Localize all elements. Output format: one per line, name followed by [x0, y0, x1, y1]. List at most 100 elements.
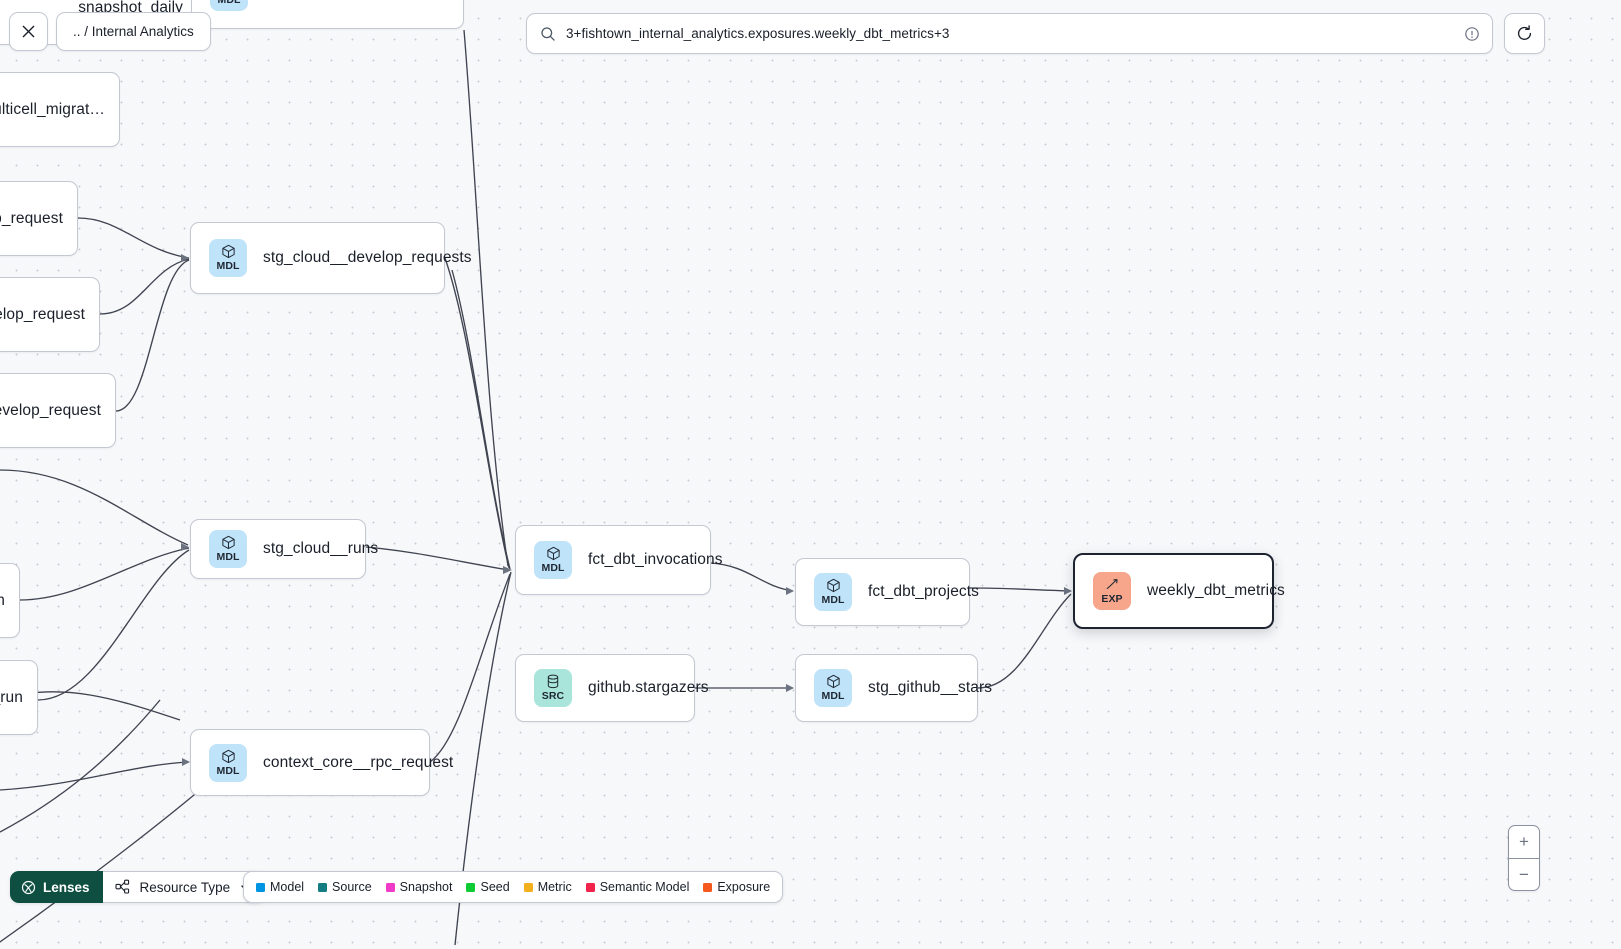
node-label: stg_cloud__runs: [263, 540, 379, 557]
node-type-badge-label: MDL: [216, 764, 240, 777]
graph-node-github_stargazers[interactable]: SRC github.stargazers: [515, 654, 709, 722]
graph-node-multicell_migration[interactable]: multicell_migrat…: [0, 72, 120, 147]
graph-node-clipped_run[interactable]: _run: [0, 660, 38, 735]
node-label: _develop_request: [0, 401, 101, 419]
legend-item-snapshot[interactable]: Snapshot: [385, 880, 452, 894]
legend-swatch: [256, 882, 265, 892]
node-label: int_cloud__account_plan_history: [264, 0, 493, 1]
node-label: weekly_dbt_metrics: [1147, 582, 1285, 599]
resource-type-dropdown[interactable]: Resource Type: [102, 871, 266, 903]
legend-swatch: [585, 882, 595, 892]
legend-item-metric[interactable]: Metric: [523, 880, 572, 894]
search-icon: [541, 26, 555, 41]
breadcrumb-label: .. / Internal Analytics: [73, 24, 194, 39]
graph-node-develop_request_b[interactable]: velop_request: [0, 277, 100, 352]
legend-item-seed[interactable]: Seed: [466, 880, 510, 894]
node-label: stg_github__stars: [868, 679, 993, 696]
lineage-search-bar[interactable]: [526, 13, 1493, 54]
lenses-label: Lenses: [43, 879, 90, 895]
nodes-icon: [114, 879, 129, 894]
cube-icon: [221, 749, 235, 763]
zoom-controls[interactable]: + −: [1508, 825, 1540, 891]
node-label: context_core__rpc_request: [263, 753, 454, 771]
legend-label: Semantic Model: [599, 880, 690, 894]
legend-swatch: [703, 882, 713, 892]
node-type-badge-label: SRC: [541, 690, 565, 703]
graph-node-int_cloud__account_plan_history[interactable]: MDLint_cloud__account_plan_history: [191, 0, 464, 29]
search-input[interactable]: [566, 26, 1454, 41]
graph-node-stg_cloud__runs[interactable]: MDL stg_cloud__runs: [190, 519, 378, 579]
zoom-out-button[interactable]: −: [1509, 858, 1539, 890]
graph-node-fct_dbt_invocations[interactable]: MDL fct_dbt_invocations: [515, 525, 723, 595]
node-label: github.stargazers: [588, 679, 709, 696]
info-icon[interactable]: [1464, 26, 1480, 42]
node-label: multicell_migrat…: [0, 100, 105, 118]
node-type-badge-label: MDL: [821, 690, 845, 703]
node-type-badge-label: MDL: [217, 0, 240, 5]
node-label: snapshot_daily: [78, 0, 183, 16]
node-type-badge-mdl: MDL: [814, 669, 852, 707]
legend-label: Model: [270, 880, 305, 894]
legend-label: Exposure: [717, 880, 771, 894]
node-type-badge-mdl: MDL: [210, 0, 248, 11]
cube-icon: [221, 536, 235, 550]
node-label: fct_dbt_invocations: [588, 551, 723, 568]
legend-swatch: [523, 882, 533, 892]
refresh-icon: [1517, 25, 1532, 40]
resource-type-legend: Model Source Snapshot Seed Metric Semantic Mo…: [243, 871, 784, 903]
cube-icon: [546, 547, 560, 561]
node-type-badge-label: MDL: [541, 562, 565, 575]
node-type-badge-label: MDL: [216, 260, 240, 273]
node-type-badge-mdl: MDL: [209, 530, 247, 568]
node-type-badge-mdl: MDL: [814, 573, 852, 611]
legend-item-source[interactable]: Source: [318, 880, 372, 894]
bottom-toolbar: Lenses Resource Type: [10, 871, 266, 903]
node-type-badge-mdl: MDL: [209, 239, 247, 277]
resource-type-label: Resource Type: [139, 879, 231, 895]
node-type-badge-mdl: MDL: [534, 541, 572, 579]
graph-node-develop_request_a[interactable]: p_request: [0, 181, 78, 256]
node-type-badge-label: MDL: [216, 551, 240, 564]
node-type-badge-src: SRC: [534, 669, 572, 707]
node-type-badge-mdl: MDL: [209, 743, 247, 782]
legend-swatch: [385, 882, 395, 892]
close-icon: [22, 25, 35, 38]
node-label: stg_cloud__develop_requests: [263, 249, 472, 266]
cube-icon: [826, 675, 840, 689]
legend-item-exposure[interactable]: Exposure: [703, 880, 770, 894]
legend-label: Source: [332, 880, 372, 894]
node-label: _run: [0, 688, 23, 706]
database-icon: [547, 674, 559, 689]
legend-swatch: [318, 882, 328, 892]
graph-node-develop_request_c[interactable]: _develop_request: [0, 373, 116, 448]
node-label: p_request: [0, 209, 63, 227]
graph-node-weekly_dbt_metrics[interactable]: EXP weekly_dbt_metrics: [1073, 553, 1285, 629]
graph-node-stg_github__stars[interactable]: MDL stg_github__stars: [795, 654, 992, 722]
graph-node-stg_cloud__develop_requests[interactable]: MDL stg_cloud__develop_requests: [190, 222, 472, 294]
legend-label: Metric: [537, 880, 572, 894]
lens-icon: [21, 880, 36, 894]
graph-node-fct_dbt_projects[interactable]: MDL fct_dbt_projects: [795, 558, 979, 626]
close-button[interactable]: [9, 12, 48, 51]
graph-node-context_core__rpc_request[interactable]: MDL context_core__rpc_request: [190, 729, 453, 796]
zoom-in-button[interactable]: +: [1519, 832, 1529, 851]
breadcrumb[interactable]: .. / Internal Analytics: [56, 12, 211, 51]
node-label: n: [0, 591, 5, 609]
node-type-badge-label: MDL: [821, 594, 845, 607]
node-label: velop_request: [0, 305, 85, 323]
trend-icon: [1106, 579, 1118, 590]
refresh-button[interactable]: [1504, 13, 1545, 54]
node-type-badge-exp: EXP: [1093, 572, 1131, 610]
legend-swatch: [466, 882, 476, 892]
node-label: fct_dbt_projects: [868, 583, 980, 600]
legend-label: Seed: [480, 880, 510, 894]
legend-item-semantic-model[interactable]: Semantic Model: [585, 880, 690, 894]
graph-node-clipped_run_n[interactable]: n: [0, 563, 20, 638]
lenses-button[interactable]: Lenses: [10, 871, 103, 903]
cube-icon: [826, 579, 840, 593]
node-type-badge-label: EXP: [1101, 593, 1123, 606]
cube-icon: [221, 245, 235, 259]
legend-item-model[interactable]: Model: [256, 880, 304, 894]
